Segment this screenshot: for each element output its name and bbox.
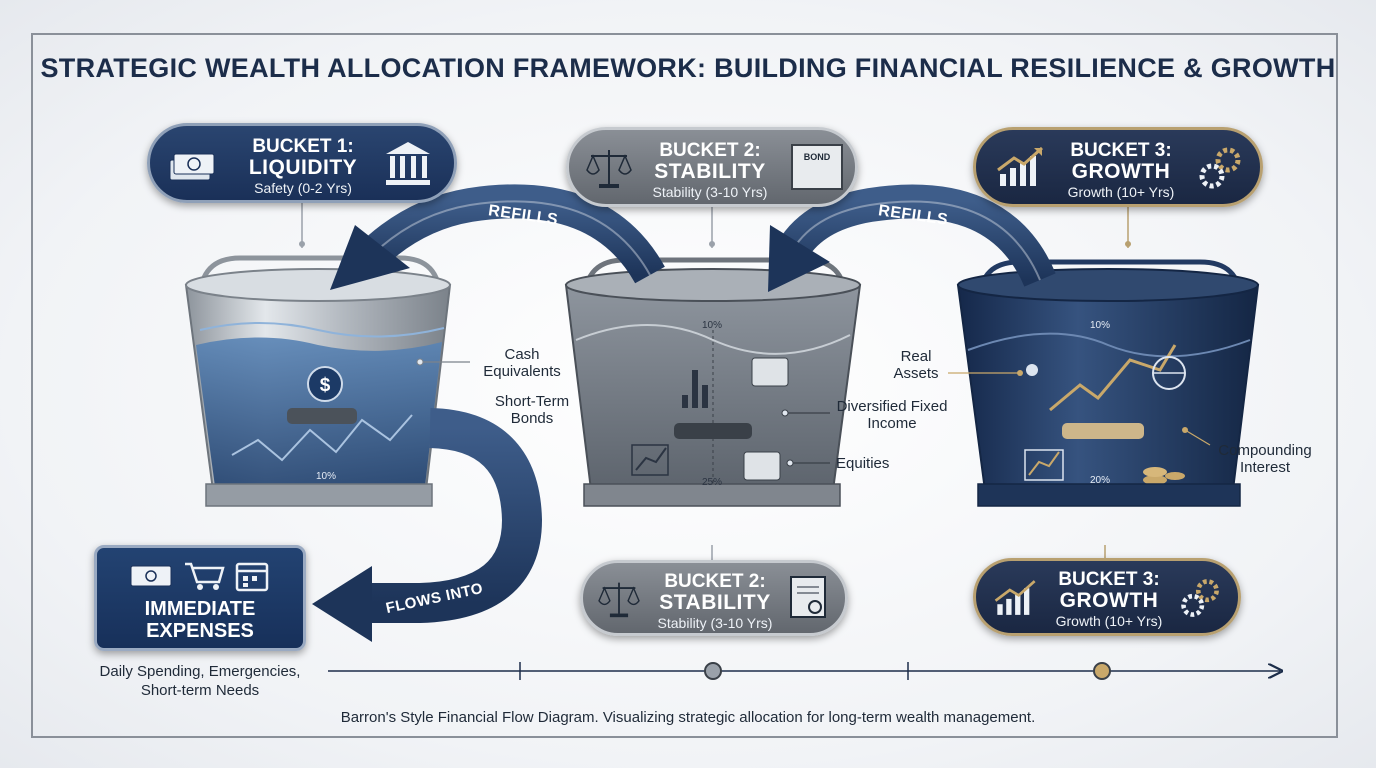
bucket-1-percent: 10% [316, 471, 337, 482]
scales-icon [598, 582, 640, 618]
bucket-3-percent-top: 10% [1090, 320, 1111, 331]
calendar-icon [235, 562, 269, 592]
bucket-1-horizon: Safety (0-2 Yrs) [254, 180, 352, 196]
bucket-2-percent-bottom: 25% [702, 477, 723, 488]
bucket-2-stability [564, 257, 862, 507]
callout-cash-equivalents: Cash Equivalents [483, 346, 561, 380]
diagram-title: STRATEGIC WEALTH ALLOCATION FRAMEWORK: B… [40, 53, 1336, 83]
bucket-2-pill: BUCKET 2: STABILITY Stability (3-10 Yrs)… [566, 127, 858, 207]
gears-icon [1181, 579, 1219, 617]
gears-icon [1199, 147, 1241, 189]
growth-chart-icon [994, 580, 1036, 615]
diagram-caption: Barron's Style Financial Flow Diagram. V… [340, 709, 1036, 726]
callout-fixed-income: Diversified Fixed Income [836, 398, 948, 432]
timeline [328, 662, 1280, 680]
bucket-3-horizon: Growth (10+ Yrs) [1067, 184, 1175, 200]
immediate-expenses-box: IMMEDIATE EXPENSES [94, 545, 306, 651]
bucket-3-bottom-label: BUCKET 3: [1058, 569, 1160, 590]
scales-icon [586, 150, 632, 188]
svg-text:$: $ [320, 375, 331, 396]
bucket-1-pill: BUCKET 1: LIQUIDITY Safety (0-2 Yrs) [147, 123, 457, 203]
bond-certificate-icon: BOND [791, 144, 843, 190]
bucket-1-name: LIQUIDITY [248, 156, 358, 179]
bucket-2-bottom-pill: BUCKET 2: STABILITY Stability (3-10 Yrs) [580, 560, 848, 636]
shopping-cart-icon [185, 562, 225, 590]
callout-real-assets: Real Assets [893, 348, 939, 382]
callout-compounding-interest: Compounding Interest [1218, 442, 1312, 476]
bucket-3-bottom-horizon: Growth (10+ Yrs) [1055, 613, 1163, 629]
bucket-2-horizon: Stability (3-10 Yrs) [652, 184, 768, 200]
bucket-2-name: STABILITY [654, 160, 766, 183]
bucket-3-name: GROWTH [1071, 160, 1171, 183]
bucket-3-percent-bottom: 20% [1090, 475, 1111, 486]
expense-icons [130, 562, 269, 592]
bucket-2-label: BUCKET 2: [659, 140, 761, 161]
expenses-line-1: IMMEDIATE [144, 598, 256, 620]
growth-chart-icon [997, 146, 1043, 186]
bucket-1-liquidity: $ [184, 255, 452, 507]
expenses-line-2: EXPENSES [146, 620, 254, 642]
bank-icon [386, 142, 430, 185]
expenses-description: Daily Spending, Emergencies, Short-term … [99, 663, 301, 699]
refill-arrow-2 [768, 184, 1056, 292]
callout-equities: Equities [836, 455, 890, 472]
bucket-3-bottom-name: GROWTH [1059, 589, 1159, 612]
bucket-3-pill: BUCKET 3: GROWTH Growth (10+ Yrs) [973, 127, 1263, 207]
refill-arrow-1 [330, 184, 665, 290]
cash-stack-icon [169, 153, 215, 181]
bucket-3-label: BUCKET 3: [1070, 140, 1172, 161]
cash-icon [130, 565, 172, 587]
certificate-icon [790, 576, 826, 618]
bucket-2-bottom-label: BUCKET 2: [664, 571, 766, 592]
bucket-2-bottom-horizon: Stability (3-10 Yrs) [657, 615, 773, 631]
bucket-3-bottom-pill: BUCKET 3: GROWTH Growth (10+ Yrs) [973, 558, 1241, 636]
bucket-1-label: BUCKET 1: [252, 136, 354, 157]
bucket-2-bottom-name: STABILITY [659, 591, 771, 614]
bucket-2-percent-top: 10% [702, 320, 723, 331]
diagram-frame [31, 33, 1338, 738]
flows-into-arrow [312, 408, 543, 642]
callout-short-term-bonds: Short-Term Bonds [494, 393, 570, 427]
